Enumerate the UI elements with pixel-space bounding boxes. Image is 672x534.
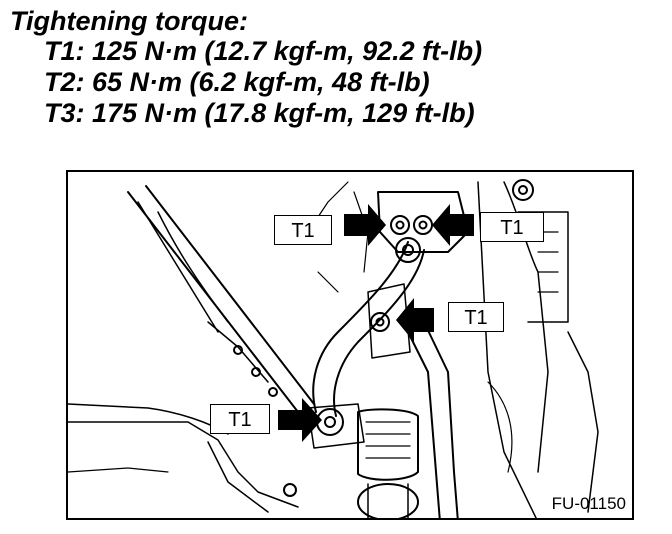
callout-t1-upper-right: T1 [480,212,544,242]
callout-t1-middle: T1 [448,302,504,332]
spec-line-t2: T2: 65 N·m (6.2 kgf-m, 48 ft-lb) [44,67,430,97]
spec-title: Tightening torque: [10,6,248,36]
spec-line-t1: T1: 125 N·m (12.7 kgf-m, 92.2 ft-lb) [44,36,483,66]
suspension-illustration: T1 T1 T1 T1 FU-01150 [66,170,634,520]
callout-t1-lower: T1 [210,404,270,434]
suspension-drawing [68,179,599,518]
callout-t1-upper-left: T1 [274,215,332,245]
torque-spec: Tightening torque: T1: 125 N·m (12.7 kgf… [10,6,482,129]
figure-id: FU-01150 [551,494,626,513]
spec-line-t3: T3: 175 N·m (17.8 kgf-m, 129 ft-lb) [44,98,475,128]
